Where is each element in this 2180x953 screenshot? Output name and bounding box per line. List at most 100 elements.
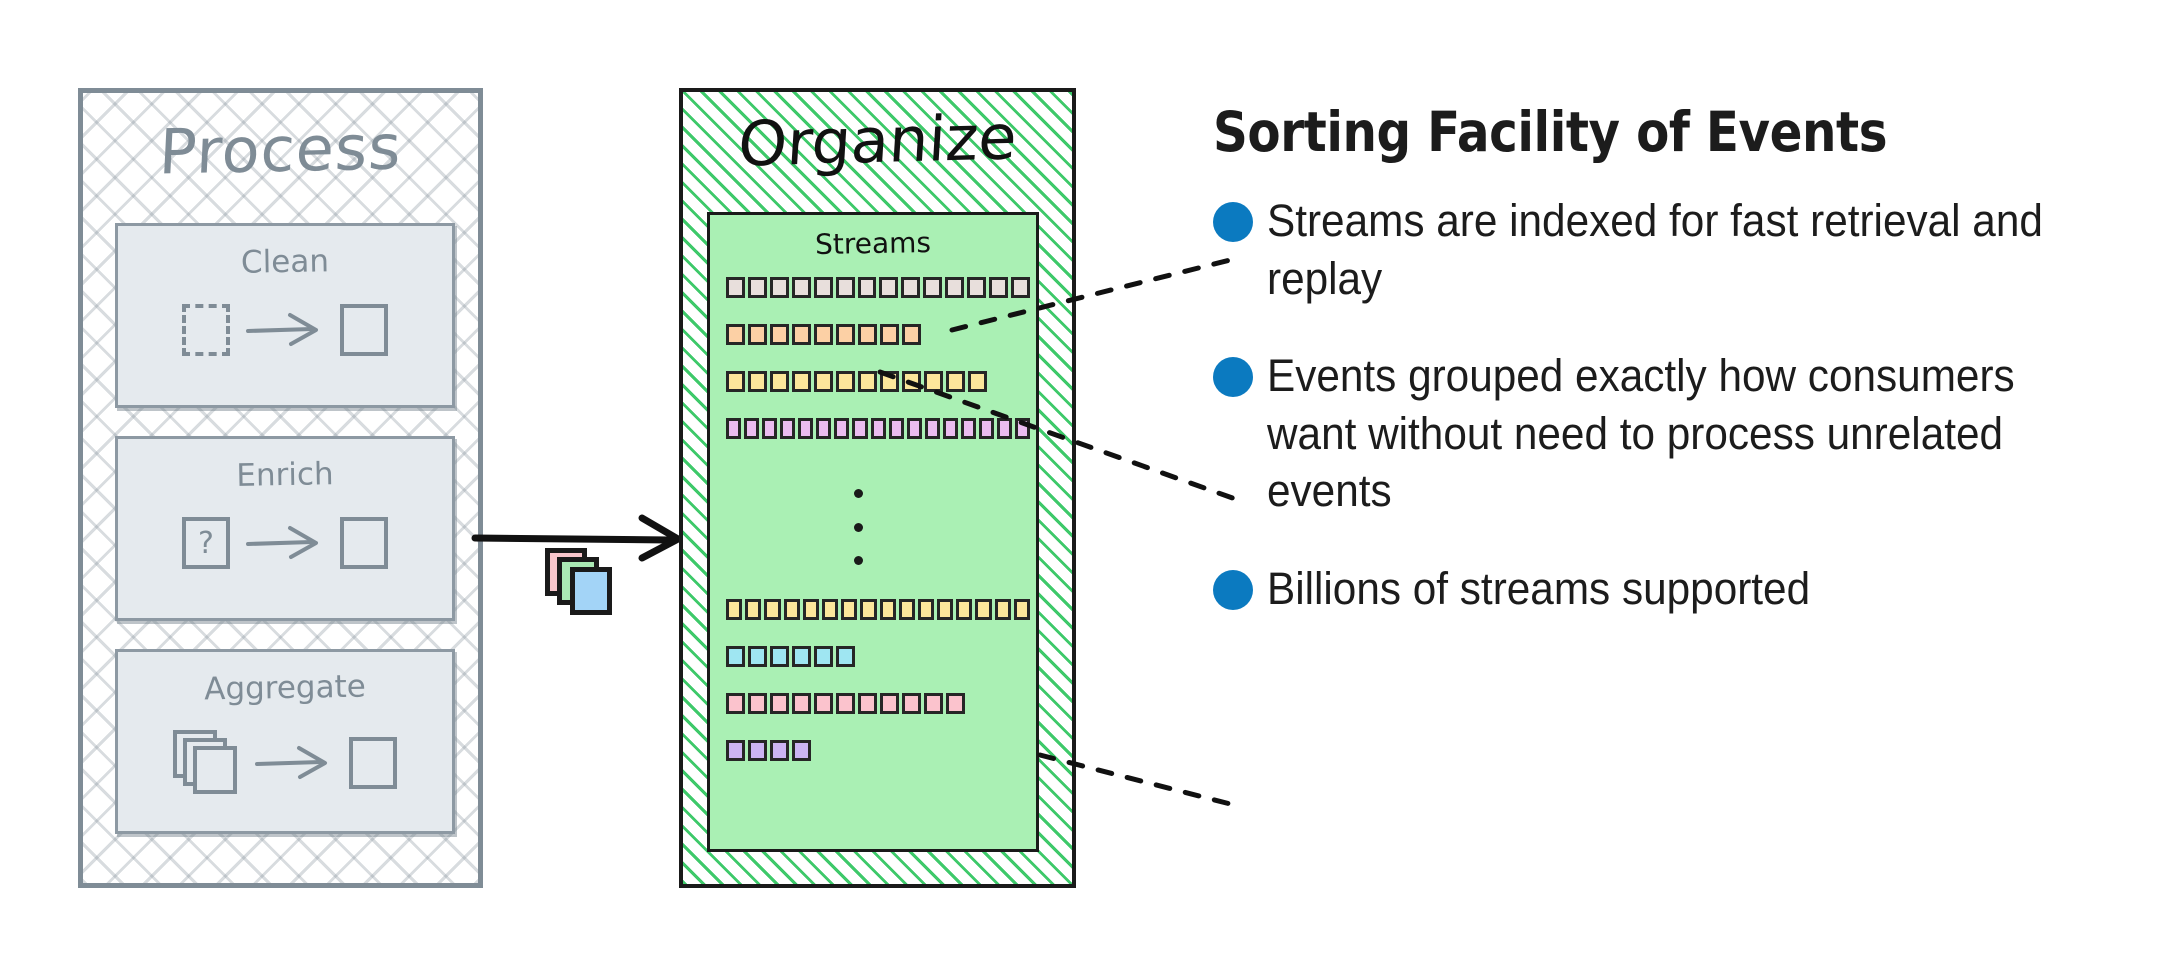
stream-cell <box>880 693 899 714</box>
stream-rows-container <box>726 277 1031 787</box>
stream-cell <box>792 740 811 761</box>
stream-cell <box>748 693 767 714</box>
stream-cell <box>816 418 832 439</box>
stream-rows-top <box>726 277 1031 439</box>
arrow-right-icon <box>246 313 318 346</box>
vertical-ellipsis-icon <box>726 465 1030 589</box>
stream-cell <box>836 371 855 392</box>
stream-cell <box>1013 599 1030 620</box>
page-title: Sorting Facility of Events <box>1213 100 1888 164</box>
solid-square-icon <box>340 517 388 569</box>
stream-cell <box>726 371 745 392</box>
solid-square-icon <box>340 304 388 356</box>
aggregate-icon-row <box>118 730 452 796</box>
streams-label: Streams <box>814 225 932 262</box>
stream-cell <box>762 418 778 439</box>
event-cards-icon <box>545 548 625 618</box>
streams-box: Streams <box>707 212 1039 852</box>
bullet-item: Billions of streams supported <box>1213 560 2143 618</box>
stream-cell <box>726 418 742 439</box>
process-box-enrich: Enrich ? <box>115 436 455 621</box>
stream-cell <box>798 418 814 439</box>
stream-cell <box>879 277 899 298</box>
stream-cell <box>748 740 767 761</box>
stream-cell <box>906 418 922 439</box>
stream-cell <box>880 371 899 392</box>
stream-cell <box>780 418 796 439</box>
stream-cell <box>726 740 745 761</box>
bullet-text: Streams are indexed for fast retrieval a… <box>1267 195 2043 304</box>
stream-cell <box>880 324 899 345</box>
stream-cell <box>858 324 877 345</box>
stream-cell <box>726 693 745 714</box>
stacked-squares-icon <box>173 730 239 796</box>
stream-cell <box>902 324 921 345</box>
process-box-clean: Clean <box>115 223 455 408</box>
stream-cell <box>901 277 921 298</box>
stream-cell <box>967 277 987 298</box>
right-text-column: Sorting Facility of Events Streams are i… <box>1213 100 2143 658</box>
bullet-dot-icon <box>1213 357 1253 398</box>
enrich-icon-row: ? <box>118 517 452 569</box>
bullet-dot-icon <box>1213 202 1253 242</box>
stream-cell <box>989 277 1008 298</box>
process-box-aggregate-label: Aggregate <box>203 668 367 708</box>
stream-row <box>726 646 1030 667</box>
stream-cell <box>942 418 958 439</box>
question-square-icon: ? <box>182 517 230 569</box>
stream-row <box>726 277 1030 298</box>
stream-cell <box>937 599 954 620</box>
bullet-text: Billions of streams supported <box>1267 562 1811 614</box>
stream-cell <box>857 277 877 298</box>
stream-cell <box>814 371 833 392</box>
stream-cell <box>956 599 973 620</box>
stream-cell <box>770 371 789 392</box>
stream-cell <box>792 324 811 345</box>
stream-cell <box>852 418 868 439</box>
stream-cell <box>860 599 877 620</box>
stream-cell <box>917 599 935 620</box>
stream-cell <box>813 277 833 298</box>
process-to-organize-arrow <box>471 514 682 562</box>
stream-cell <box>960 418 976 439</box>
process-panel: Process Clean Enrich ? <box>78 88 483 888</box>
stream-row <box>726 599 1030 620</box>
stream-row <box>726 371 1030 392</box>
stream-cell <box>1010 277 1030 298</box>
stream-cell <box>946 371 965 392</box>
stream-cell <box>770 740 789 761</box>
stream-cell <box>770 693 789 714</box>
stream-rows-bottom <box>726 599 1030 761</box>
stream-cell <box>835 277 855 298</box>
stream-row <box>726 740 1030 761</box>
stream-cell <box>994 599 1011 620</box>
solid-square-icon <box>349 737 397 789</box>
stream-cell <box>726 277 745 298</box>
stream-cell <box>802 599 819 620</box>
process-panel-title: Process <box>157 110 404 189</box>
stream-cell <box>814 324 833 345</box>
stream-cell <box>1015 418 1031 439</box>
stream-cell <box>975 599 992 620</box>
process-box-clean-label: Clean <box>240 243 330 281</box>
stream-cell <box>783 599 800 620</box>
stream-cell <box>924 693 943 714</box>
bullet-item: Streams are indexed for fast retrieval a… <box>1213 192 2143 307</box>
bullet-dot-icon <box>1213 569 1253 610</box>
stream-cell <box>791 277 811 298</box>
stream-cell <box>792 693 811 714</box>
stream-cell <box>748 371 767 392</box>
stream-cell <box>946 693 965 714</box>
arrow-right-icon <box>246 526 318 559</box>
stream-cell <box>902 371 921 392</box>
stream-cell <box>858 693 877 714</box>
stream-cell <box>764 599 781 620</box>
stream-cell <box>834 418 850 439</box>
stream-row <box>726 693 1030 714</box>
stream-row <box>726 324 1030 345</box>
stream-cell <box>769 277 789 298</box>
stream-row <box>726 418 1031 439</box>
process-box-aggregate: Aggregate <box>115 649 455 834</box>
arrow-right-icon <box>255 746 327 779</box>
